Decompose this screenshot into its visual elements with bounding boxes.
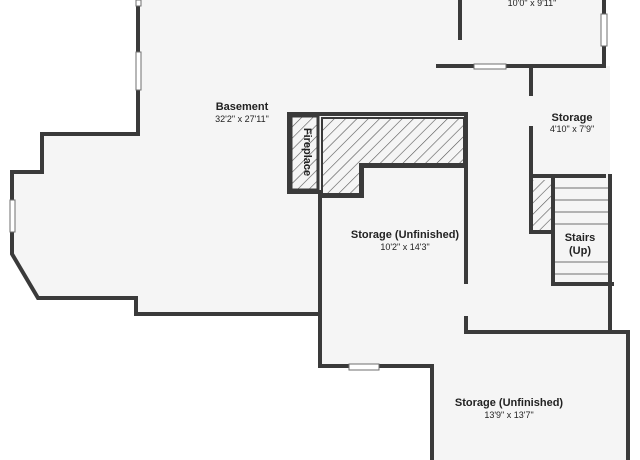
hatched-stair-side — [533, 180, 551, 230]
windows — [9, 0, 608, 371]
storage-unfinished-1-dims: 10'2" x 14'3" — [380, 242, 429, 252]
stairs-direction: (Up) — [569, 245, 591, 257]
basement-dims: 32'2" x 27'11" — [215, 114, 269, 124]
storage-small-label: Storage — [552, 112, 593, 124]
storage-unfinished-1-label: Storage (Unfinished) — [351, 229, 460, 241]
fireplace-area — [289, 114, 320, 192]
stair-treads — [555, 187, 608, 275]
fireplace-label: Fireplace — [301, 128, 313, 176]
top-room-dims: 10'0" x 9'11" — [508, 0, 557, 8]
storage-small-dims: 4'10" x 7'9" — [550, 124, 594, 134]
hatched-chimney — [321, 117, 465, 195]
basement-label: Basement — [216, 101, 269, 113]
storage-unfinished-2-label: Storage (Unfinished) — [455, 397, 564, 409]
stairs-label: Stairs — [565, 232, 596, 244]
interior-walls — [287, 0, 614, 334]
storage-unfinished-2-dims: 13'9" x 13'7" — [484, 410, 533, 420]
